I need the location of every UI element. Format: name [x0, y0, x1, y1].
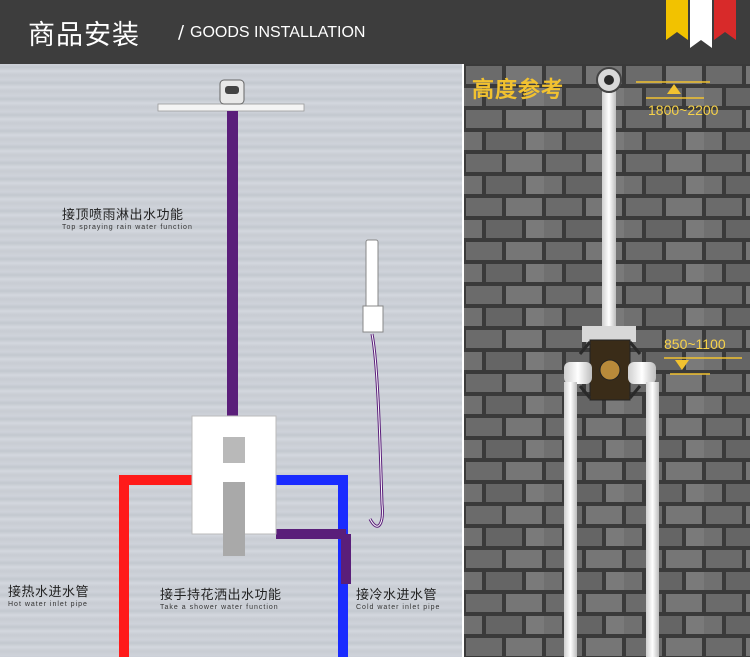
- hot-pipe-label: 接热水进水管 Hot water inlet pipe: [8, 581, 89, 608]
- connection-diagram: 接顶喷雨淋出水功能 Top spraying rain water functi…: [0, 64, 462, 657]
- shower-hose: [370, 334, 382, 526]
- lower-height-range: 850~1100: [664, 336, 726, 352]
- rain-shower-head: [158, 104, 304, 111]
- header-bar: 商品安装 / GOODS INSTALLATION: [0, 0, 750, 64]
- page-subtitle: GOODS INSTALLATION: [190, 24, 365, 42]
- page-title: 商品安装: [28, 13, 140, 52]
- rain-function-en: Top spraying rain water function: [62, 224, 193, 231]
- riser-pipe: [602, 82, 616, 332]
- hand-shower-cn: 接手持花洒出水功能: [160, 584, 282, 603]
- cold-water-pipe: [276, 480, 343, 657]
- rain-outlet-pipe: [227, 111, 238, 416]
- hot-pipe-en: Hot water inlet pipe: [8, 601, 89, 608]
- hot-inlet-riser: [564, 382, 577, 657]
- ribbon-flags-icon: [666, 0, 746, 52]
- rain-function-label: 接顶喷雨淋出水功能 Top spraying rain water functi…: [62, 204, 193, 231]
- handshower-outlet-pipe: [276, 534, 346, 584]
- brick-wall-illustration: [464, 64, 750, 657]
- cold-pipe-cn: 接冷水进水管: [356, 584, 440, 603]
- cold-inlet-riser: [646, 382, 659, 657]
- pipe-diagram: [0, 64, 462, 657]
- height-reference-panel: 高度参考 1800~2200 850~1100: [464, 64, 750, 657]
- height-reference-title: 高度参考: [472, 72, 564, 104]
- hot-water-pipe: [124, 480, 192, 657]
- hand-shower-label: 接手持花洒出水功能 Take a shower water function: [160, 584, 282, 611]
- hand-shower-en: Take a shower water function: [160, 604, 282, 611]
- valve-spout: [223, 482, 245, 556]
- hot-pipe-cn: 接热水进水管: [8, 581, 89, 600]
- cold-pipe-label: 接冷水进水管 Cold water inlet pipe: [356, 584, 440, 611]
- rain-function-cn: 接顶喷雨淋出水功能: [62, 204, 193, 223]
- title-separator: /: [178, 22, 184, 43]
- handheld-shower-icon: [366, 240, 378, 310]
- cold-pipe-en: Cold water inlet pipe: [356, 604, 440, 611]
- upper-height-range: 1800~2200: [648, 102, 718, 118]
- valve-handle: [223, 437, 245, 463]
